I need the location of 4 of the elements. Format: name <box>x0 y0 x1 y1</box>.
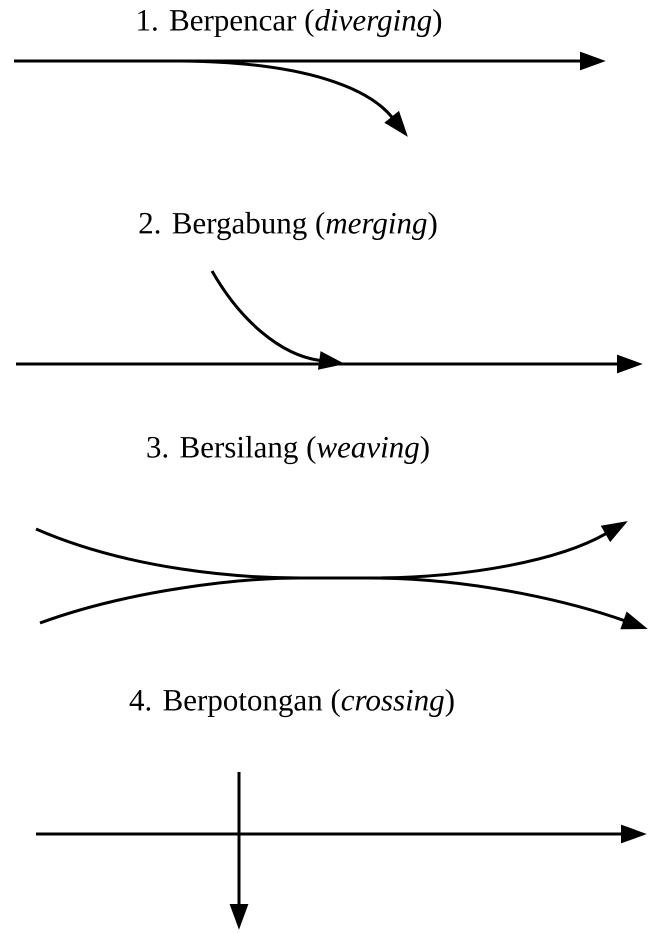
section-heading: 2. Bergabung (merging) <box>140 212 436 240</box>
section-heading: 4. Berpotongan (crossing) <box>130 688 454 718</box>
section-heading: 3. Bersilang (weaving) <box>147 436 429 464</box>
section-heading: 1. Berpencar (diverging) <box>138 8 442 38</box>
